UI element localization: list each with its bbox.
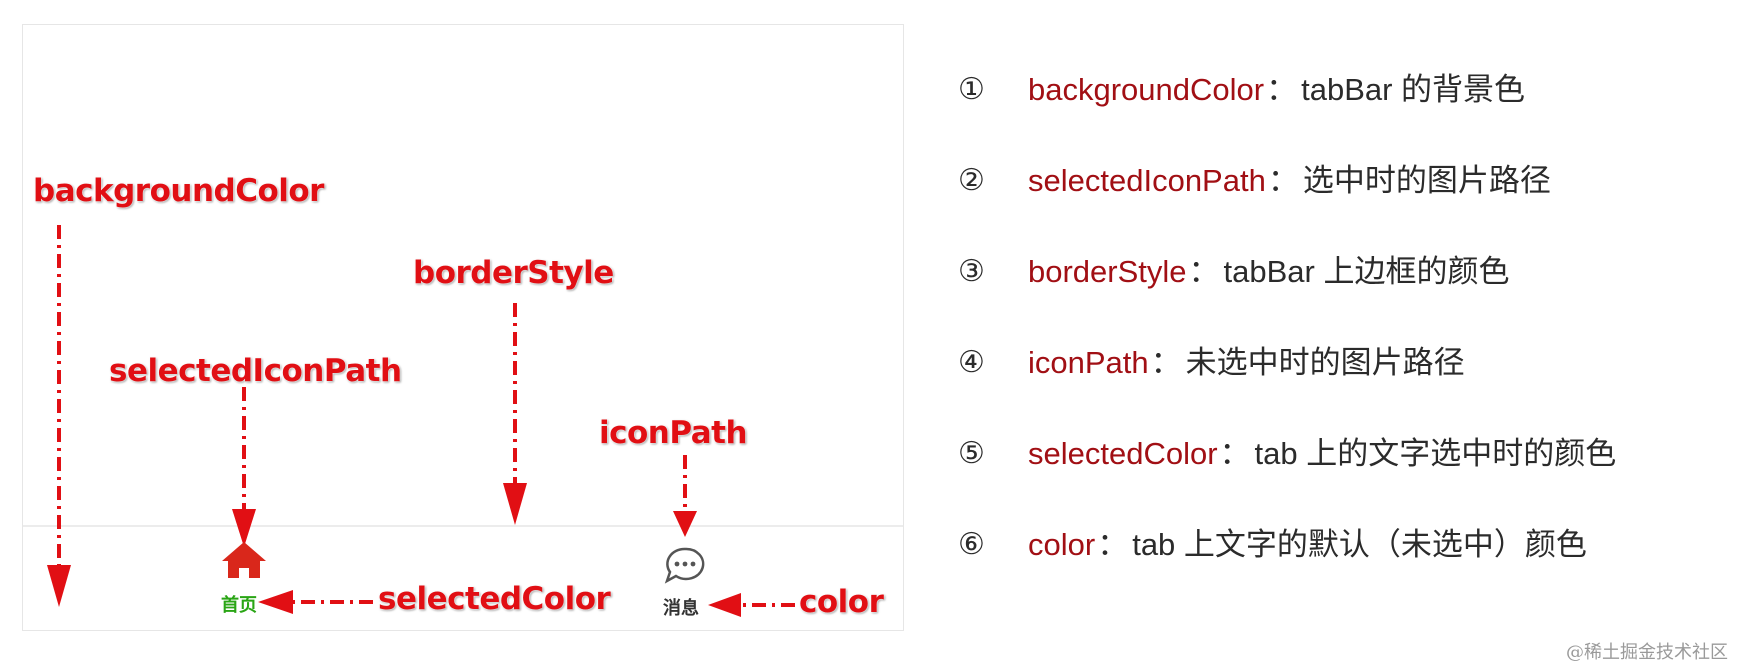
icon-path-arrowhead: [673, 511, 697, 537]
selected-color-arrowhead: [258, 590, 293, 614]
color-arrowhead: [708, 593, 741, 617]
legend-item: ② selectedIconPath ： 选中时的图片路径: [958, 151, 1718, 242]
legend-number: ⑤: [958, 436, 985, 471]
legend-description: tabBar 上边框的颜色: [1223, 254, 1510, 289]
tab-message-label: 消息: [663, 598, 699, 619]
legend-separator: ：: [1219, 436, 1251, 471]
legend-description: 未选中时的图片路径: [1185, 345, 1465, 380]
legend-key: color: [1028, 527, 1096, 562]
legend-number: ④: [958, 345, 985, 380]
legend-number: ③: [958, 254, 985, 289]
home-icon: [222, 542, 266, 578]
legend-item: ① backgroundColor ： tabBar 的背景色: [958, 60, 1718, 151]
tabbar-top-border: [23, 525, 903, 527]
selected-icon-path-arrowhead: [232, 509, 256, 547]
property-legend: ① backgroundColor ： tabBar 的背景色 ② select…: [958, 60, 1718, 606]
legend-key: selectedColor: [1028, 436, 1218, 471]
legend-separator: ：: [1267, 163, 1299, 198]
legend-item: ④ iconPath ： 未选中时的图片路径: [958, 333, 1718, 424]
background-color-arrowhead: [47, 565, 71, 607]
legend-description: tab 上文字的默认（未选中）颜色: [1132, 527, 1587, 562]
background-color-callout: backgroundColor: [33, 173, 324, 209]
legend-number: ①: [958, 72, 985, 107]
legend-separator: ：: [1266, 72, 1298, 107]
legend-key: selectedIconPath: [1028, 163, 1266, 198]
legend-description: tabBar 的背景色: [1301, 72, 1526, 107]
callout-arrows: [47, 225, 795, 617]
legend-separator: ：: [1188, 254, 1220, 289]
legend-key: borderStyle: [1028, 254, 1187, 289]
legend-description: tab 上的文字选中时的颜色: [1254, 436, 1617, 471]
watermark: @稀土掘金技术社区: [1566, 642, 1728, 663]
legend-number: ②: [958, 163, 985, 198]
border-style-arrowhead: [503, 483, 527, 525]
chat-bubble-icon: [664, 547, 705, 584]
selected-icon-path-callout: selectedIconPath: [109, 353, 402, 389]
legend-description: 选中时的图片路径: [1302, 163, 1551, 198]
legend-key: iconPath: [1028, 345, 1149, 380]
tab-home-label: 首页: [221, 595, 257, 616]
legend-number: ⑥: [958, 527, 985, 562]
legend-separator: ：: [1097, 527, 1129, 562]
icon-path-callout: iconPath: [599, 415, 748, 451]
selected-color-callout: selectedColor: [378, 581, 611, 617]
legend-item: ③ borderStyle ： tabBar 上边框的颜色: [958, 242, 1718, 333]
border-style-callout: borderStyle: [413, 255, 614, 291]
legend-item: ⑤ selectedColor ： tab 上的文字选中时的颜色: [958, 424, 1718, 515]
tabbar-diagram: backgroundColor borderStyle selectedIcon…: [22, 24, 904, 631]
legend-separator: ：: [1150, 345, 1182, 380]
color-callout: color: [799, 584, 884, 620]
legend-item: ⑥ color ： tab 上文字的默认（未选中）颜色: [958, 515, 1718, 606]
legend-key: backgroundColor: [1028, 72, 1265, 107]
